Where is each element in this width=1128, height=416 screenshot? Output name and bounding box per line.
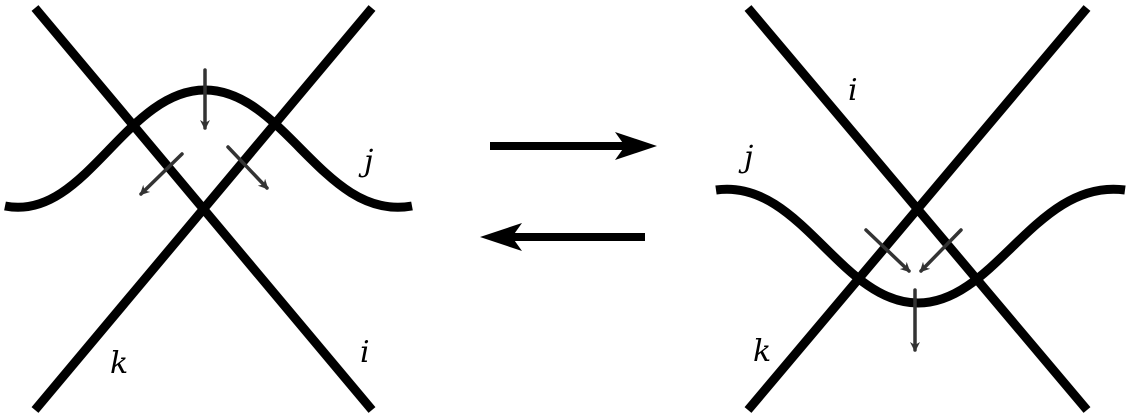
left-label-i: i [360,335,370,370]
left-panel: j k i [4,5,413,413]
right-strand-j [715,184,1126,308]
forward-move-arrow [490,132,657,160]
left-strand-j [4,85,413,212]
left-down-right-arrow [226,145,269,190]
right-label-k: k [753,334,771,369]
left-label-k: k [110,346,128,381]
right-down-left-arrow [919,228,963,273]
transition-arrows [480,132,657,251]
left-down-left-arrow [139,152,184,196]
left-label-j: j [358,144,373,179]
left-strand-k [31,5,376,413]
right-panel: i j k [715,5,1126,413]
right-label-j: j [738,140,753,175]
backward-move-arrow [480,223,645,251]
right-label-i: i [848,73,858,108]
right-down-right-arrow [864,228,911,273]
right-strand-k [744,5,1091,413]
